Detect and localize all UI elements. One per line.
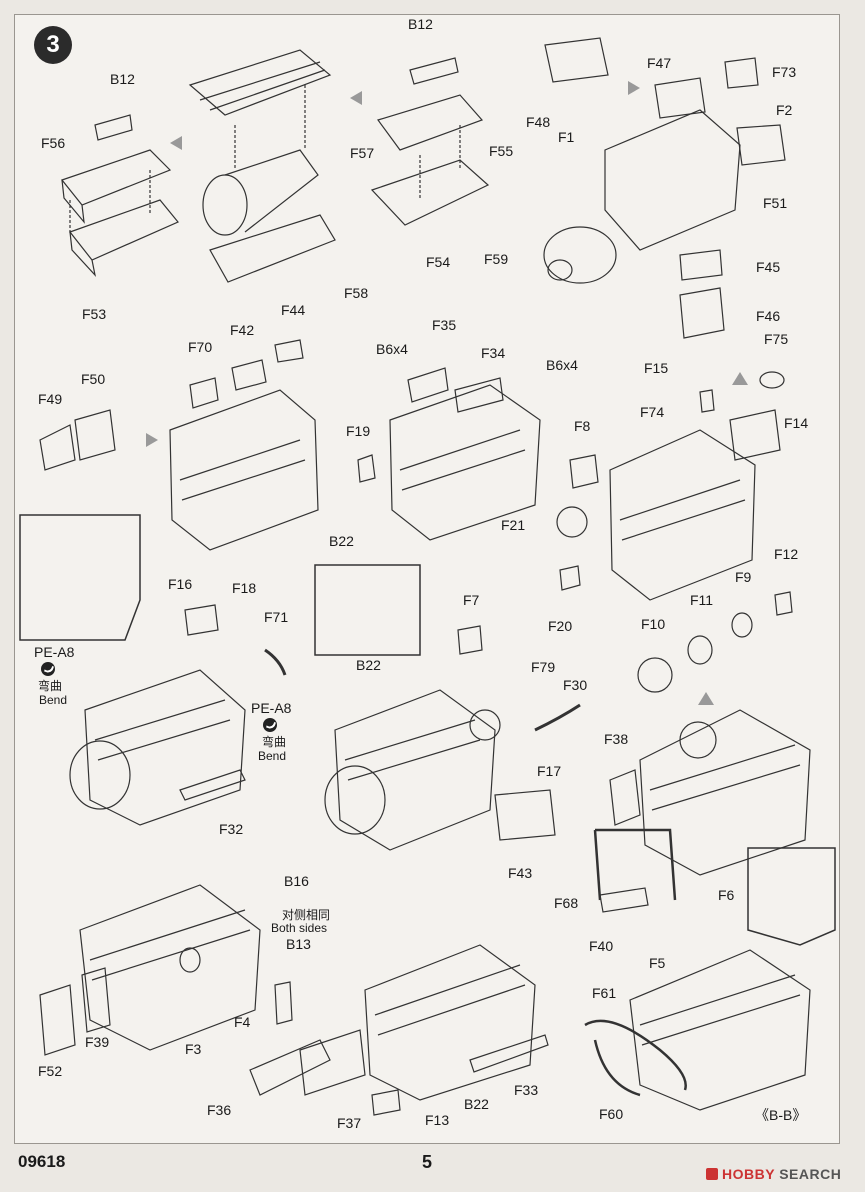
part-label: F70 <box>188 339 213 355</box>
engine-row3-right <box>593 591 811 913</box>
bend-note-cn: 弯曲 <box>262 735 287 749</box>
part-label: F6 <box>718 887 735 903</box>
part-label: F47 <box>647 55 672 71</box>
part-label: F43 <box>508 865 533 881</box>
part-label: F71 <box>264 609 289 625</box>
part-label: F20 <box>548 618 573 634</box>
part-label: F17 <box>537 763 562 779</box>
part-label: F14 <box>784 415 809 431</box>
part-label: F40 <box>589 938 614 954</box>
part-label: F57 <box>350 145 375 161</box>
part-label: F36 <box>207 1102 232 1118</box>
both-sides-note-cn: 对侧相同 <box>282 908 331 922</box>
part-label: F8 <box>574 418 591 434</box>
part-label: F45 <box>756 259 781 275</box>
part-label: B6x4 <box>376 341 408 357</box>
engine-row2-right <box>556 371 785 601</box>
part-label: F34 <box>481 345 506 361</box>
part-label: B13 <box>286 936 311 952</box>
intake-cover-assembly <box>188 49 336 283</box>
part-label: F49 <box>38 391 63 407</box>
part-label: B22 <box>356 657 381 673</box>
part-label: F7 <box>463 592 480 608</box>
part-label: F51 <box>763 195 788 211</box>
engine-row4-mid <box>249 944 549 1116</box>
part-label: F61 <box>592 985 617 1001</box>
watermark: HOBBY SEARCH <box>706 1166 841 1182</box>
engine-row3-left <box>69 604 287 826</box>
part-label: F5 <box>649 955 666 971</box>
part-label: B16 <box>284 873 309 889</box>
part-label: F1 <box>558 129 575 145</box>
part-label: F18 <box>232 580 257 596</box>
model-code: 09618 <box>18 1152 66 1171</box>
bend-note-en: Bend <box>39 693 68 707</box>
part-label: B6x4 <box>546 357 578 373</box>
part-label: F39 <box>85 1034 110 1050</box>
part-label: F35 <box>432 317 457 333</box>
part-label: F42 <box>230 322 255 338</box>
part-label: F73 <box>772 64 797 80</box>
part-label: F38 <box>604 731 629 747</box>
part-label: PE-A8 <box>34 644 75 660</box>
watermark-brand-1: HOBBY <box>722 1166 775 1182</box>
part-label: B12 <box>110 71 135 87</box>
part-label: B22 <box>329 533 354 549</box>
part-label: B12 <box>408 16 433 32</box>
engine-row4-right <box>584 949 811 1111</box>
part-label: PE-A8 <box>251 700 292 716</box>
part-label: F59 <box>484 251 509 267</box>
both-sides-note-en: Both sides <box>271 921 328 935</box>
part-label: F19 <box>346 423 371 439</box>
watermark-brand-2: SEARCH <box>779 1166 842 1182</box>
part-label: F16 <box>168 576 193 592</box>
hobbysearch-logo-icon <box>706 1168 718 1180</box>
part-label: F2 <box>776 102 793 118</box>
part-label: F79 <box>531 659 556 675</box>
part-label: F11 <box>690 592 714 608</box>
engine-row4-left <box>39 884 293 1056</box>
engine-row2-left <box>39 339 319 551</box>
part-label: F68 <box>554 895 579 911</box>
part-label: F4 <box>234 1014 251 1030</box>
part-label: F50 <box>81 371 106 387</box>
part-label: F54 <box>426 254 451 270</box>
part-label: F46 <box>756 308 781 324</box>
part-label: F12 <box>774 546 799 562</box>
bend-icon <box>41 662 55 676</box>
part-label: F32 <box>219 821 244 837</box>
part-label: F9 <box>735 569 752 585</box>
part-label: F56 <box>41 135 66 151</box>
part-label: F60 <box>599 1106 624 1122</box>
section-label: 《B-B》 <box>755 1107 807 1123</box>
part-label: F13 <box>425 1112 450 1128</box>
page-number: 5 <box>422 1152 433 1172</box>
bend-note-en: Bend <box>258 749 287 763</box>
part-label: F48 <box>526 114 551 130</box>
engine-row3-mid <box>324 625 581 851</box>
cover-assembly-left <box>60 114 179 277</box>
bend-icon <box>263 718 277 732</box>
engine-row2-mid <box>357 367 541 541</box>
cover-assembly-right <box>370 57 490 226</box>
part-label: F3 <box>185 1041 202 1057</box>
part-label: F53 <box>82 306 107 322</box>
part-label: F37 <box>337 1115 362 1131</box>
part-label: F52 <box>38 1063 63 1079</box>
engine-top-right <box>543 37 786 339</box>
part-label: B22 <box>464 1096 489 1112</box>
part-label: F33 <box>514 1082 539 1098</box>
part-label: F15 <box>644 360 669 376</box>
part-label: F10 <box>641 616 666 632</box>
part-label: F58 <box>344 285 369 301</box>
part-label: F21 <box>501 517 526 533</box>
part-label: F75 <box>764 331 789 347</box>
part-label: F30 <box>563 677 588 693</box>
part-label: F55 <box>489 143 514 159</box>
part-label: F44 <box>281 302 306 318</box>
step-number-badge: 3 <box>34 26 72 64</box>
part-label: F74 <box>640 404 665 420</box>
bend-note-cn: 弯曲 <box>38 679 63 693</box>
